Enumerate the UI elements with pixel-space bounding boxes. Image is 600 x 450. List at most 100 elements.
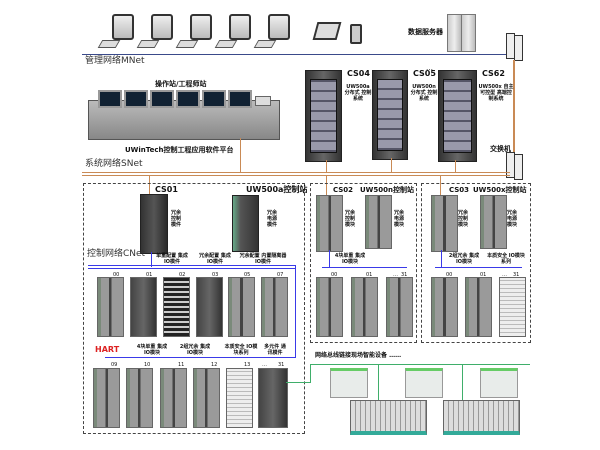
- controller-label: 冗余控制模块: [344, 210, 355, 228]
- io-module: [386, 277, 413, 337]
- io-module: [228, 277, 255, 337]
- field-device: [330, 368, 368, 398]
- mnet-line: [82, 54, 512, 55]
- io-module: [261, 277, 288, 337]
- group-label: 2组冗余 集成IO模块: [448, 253, 480, 265]
- slot-number: 00: [446, 272, 453, 278]
- io-module: [316, 277, 343, 337]
- power-label: 冗余电源模块: [393, 210, 404, 228]
- monitor-icon: [228, 90, 252, 108]
- printer-icon: [255, 96, 271, 106]
- fieldbus-line: [310, 364, 311, 383]
- group-label: 本质安全 IO模块系列: [224, 344, 258, 356]
- field-device: [480, 368, 518, 398]
- io-module: [130, 277, 157, 337]
- tablet-icon: [350, 24, 362, 44]
- server-icon: [447, 14, 462, 52]
- io-module: [431, 277, 458, 337]
- group-label: 单重配置 集成IO模件: [156, 253, 188, 265]
- cabinet-id: CS04: [347, 69, 370, 78]
- switch-uplink: [513, 60, 515, 152]
- slot-number: …: [393, 272, 398, 278]
- io-module: [193, 368, 220, 428]
- intrinsically-safe-io-module: [226, 368, 253, 428]
- keyboard-icon: [136, 40, 160, 48]
- cnet-line-b: [88, 268, 296, 269]
- cnet-line: [435, 267, 522, 268]
- console-uplink: [240, 138, 241, 173]
- keyboard-icon: [253, 40, 277, 48]
- platform-label: UWinTech控制工程应用软件平台: [125, 146, 234, 154]
- redundant-controller: [140, 194, 168, 254]
- cabinet-desc: UW500n 分布式 控制系统: [410, 84, 438, 102]
- slot-number: …: [262, 362, 267, 368]
- switch-label: 交换机: [490, 145, 511, 153]
- cnet-riser: [295, 265, 296, 358]
- cnet-line: [322, 267, 407, 268]
- slot-number: 07: [277, 272, 284, 278]
- fieldbus-line: [310, 364, 530, 365]
- data-server-label: 数据服务器: [408, 28, 443, 36]
- switch-icon: [514, 35, 523, 61]
- controller-label: 冗余控制模块: [457, 210, 468, 228]
- cnet-line-row2: [105, 357, 296, 358]
- workstation-icon: [268, 14, 290, 40]
- cs02-uplink: [326, 175, 327, 195]
- group-label: 多元件 通讯模件: [264, 344, 286, 356]
- group-label: 冗余配置 集成IO模件: [199, 253, 231, 265]
- station-id: CS03: [449, 186, 470, 194]
- ellipsis: …: [426, 64, 433, 72]
- slot-number: 03: [212, 272, 219, 278]
- group-label: 2组冗余 集成IO模块: [179, 344, 211, 356]
- fieldbus-line: [286, 382, 311, 383]
- io-module: [126, 368, 153, 428]
- communication-module: [258, 368, 288, 428]
- io-module: [160, 368, 187, 428]
- keyboard-icon: [214, 40, 238, 48]
- station-id: CS02: [333, 186, 354, 194]
- redundant-power: [365, 195, 392, 249]
- cabinet-id: CS62: [482, 69, 505, 78]
- intrinsically-safe-io-module: [499, 277, 526, 337]
- redundant-controller: [316, 195, 343, 252]
- redundant-power: [480, 195, 507, 249]
- monitor-icon: [150, 90, 174, 108]
- keyboard-icon: [175, 40, 199, 48]
- cnet-drop: [329, 250, 330, 268]
- group-label: 4块单重 集成IO模块: [334, 253, 366, 265]
- remote-io-rack: [443, 400, 520, 435]
- group-label: 4块单重 集成IO模块: [136, 344, 168, 356]
- slot-number: 31: [513, 272, 520, 278]
- station-title: UW500n控制站: [360, 186, 415, 194]
- cnet-line-a: [88, 265, 296, 266]
- power-label: 冗余电源模件: [266, 210, 277, 228]
- io-module: [465, 277, 492, 337]
- snet-line-b: [82, 175, 510, 176]
- snet-label: 系统网络SNet: [85, 159, 143, 169]
- group-label: 冗余配置 内置隔离器IO模件: [239, 253, 287, 265]
- cabinet-cs05: [372, 70, 408, 160]
- slot-number: 02: [179, 272, 186, 278]
- cs02-station-box: [310, 183, 417, 343]
- workstation-icon: [151, 14, 173, 40]
- operator-station-title: 操作站/工程师站: [155, 80, 207, 88]
- snet-line-a: [82, 172, 510, 173]
- io-module: [163, 277, 190, 337]
- redundant-power: [232, 195, 259, 252]
- monitor-icon: [176, 90, 200, 108]
- monitor-icon: [202, 90, 226, 108]
- slot-number: 01: [366, 272, 373, 278]
- slot-number: 01: [480, 272, 487, 278]
- slot-number: 11: [178, 362, 185, 368]
- slot-number: 00: [113, 272, 120, 278]
- cs03-uplink: [440, 175, 441, 195]
- cabinet-desc: UW500x 自主可控型 高端控制系统: [478, 84, 514, 102]
- cabinet-cs04: [305, 70, 342, 162]
- cs03-station-box: [421, 183, 531, 343]
- station-title: UW500a控制站: [246, 185, 308, 194]
- io-module: [93, 368, 120, 428]
- monitor-icon: [124, 90, 148, 108]
- controller-label: 冗余控制模件: [170, 210, 181, 228]
- remote-io-rack: [350, 400, 427, 435]
